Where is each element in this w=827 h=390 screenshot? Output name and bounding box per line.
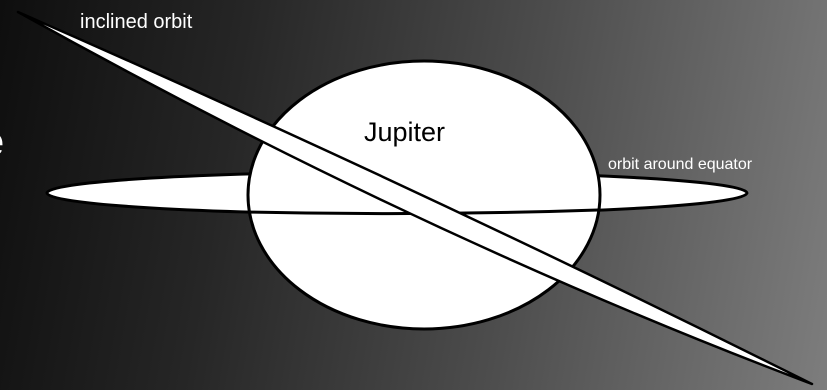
planet-label: Jupiter xyxy=(364,117,445,147)
equatorial-orbit-label: orbit around equator xyxy=(608,156,753,173)
cut-off-text-fragment: e xyxy=(0,120,4,164)
inclined-orbit-ring xyxy=(16,10,814,386)
inclined-orbit-label: inclined orbit xyxy=(80,11,193,33)
